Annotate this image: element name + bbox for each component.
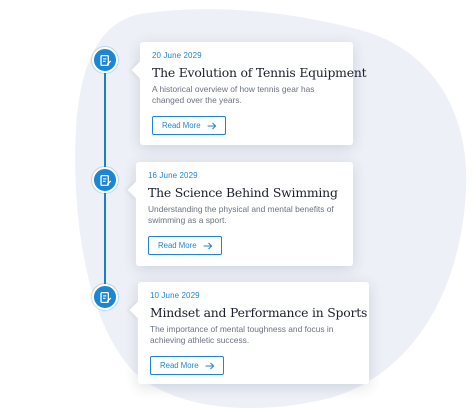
card-title: The Science Behind Swimming bbox=[148, 185, 338, 200]
arrow-right-icon bbox=[203, 242, 212, 249]
read-more-label: Read More bbox=[162, 121, 201, 130]
timeline-node bbox=[92, 284, 118, 310]
arrow-right-icon bbox=[205, 362, 214, 369]
card-date: 20 June 2029 bbox=[152, 51, 202, 60]
timeline-card: 16 June 2029 The Science Behind Swimming… bbox=[136, 162, 353, 266]
card-date: 10 June 2029 bbox=[150, 291, 200, 300]
card-date: 16 June 2029 bbox=[148, 171, 198, 180]
read-more-button[interactable]: Read More bbox=[152, 116, 226, 135]
read-more-label: Read More bbox=[160, 361, 199, 370]
card-description: A historical overview of how tennis gear… bbox=[152, 84, 315, 105]
read-more-button[interactable]: Read More bbox=[150, 356, 224, 375]
read-more-label: Read More bbox=[158, 241, 197, 250]
read-more-button[interactable]: Read More bbox=[148, 236, 222, 255]
edit-note-icon bbox=[99, 291, 111, 303]
card-description: Understanding the physical and mental be… bbox=[148, 204, 334, 225]
timeline-card: 20 June 2029 The Evolution of Tennis Equ… bbox=[140, 42, 367, 145]
edit-note-icon bbox=[99, 54, 111, 66]
timeline-card: 10 June 2029 Mindset and Performance in … bbox=[138, 282, 369, 384]
edit-note-icon bbox=[99, 174, 111, 186]
card-title: Mindset and Performance in Sports bbox=[150, 305, 368, 320]
timeline-node bbox=[92, 47, 118, 73]
arrow-right-icon bbox=[207, 122, 216, 129]
card-title: The Evolution of Tennis Equipment bbox=[152, 65, 367, 80]
timeline-node bbox=[92, 167, 118, 193]
card-description: The importance of mental toughness and f… bbox=[150, 324, 334, 345]
